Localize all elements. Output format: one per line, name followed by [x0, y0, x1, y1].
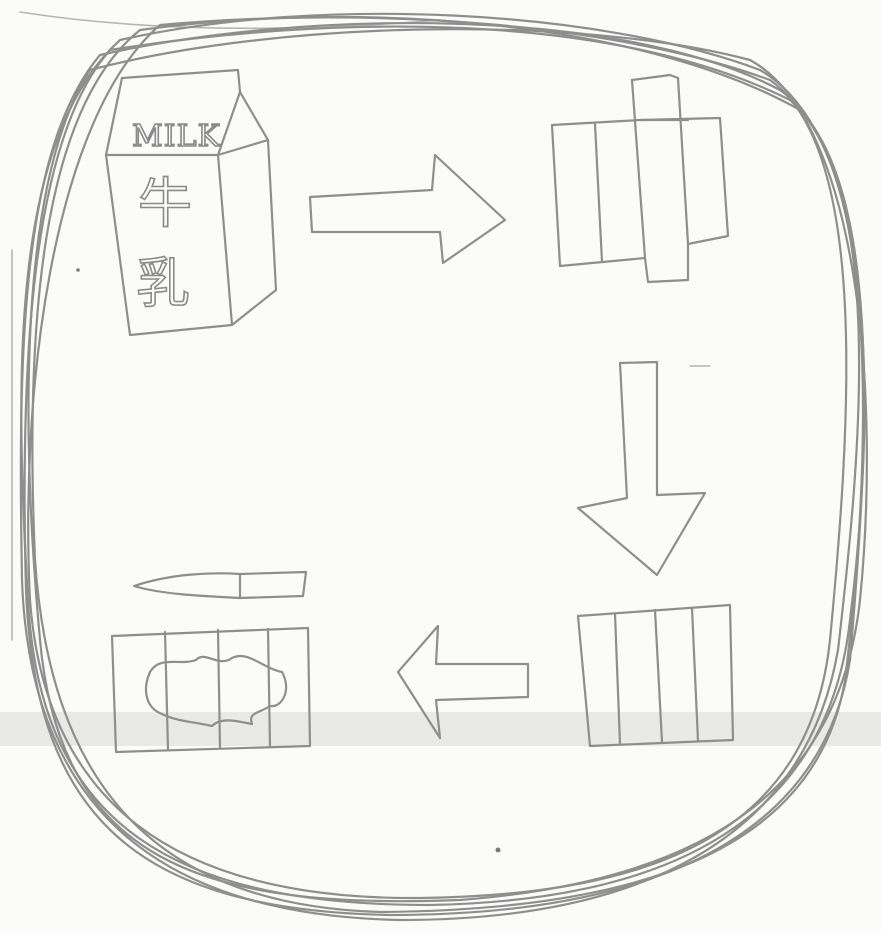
pencil-dot [496, 848, 501, 853]
carton-label-cjk-bottom: 乳 [136, 252, 190, 315]
carton-label-cjk-top: 牛 [138, 172, 192, 235]
carton-label-latin: MILK [132, 119, 221, 154]
milk-carton-icon: MILK 牛 乳 [106, 70, 276, 335]
knife-icon [134, 572, 306, 598]
cut-carton-strips-icon [552, 75, 728, 282]
pencil-dot [76, 268, 80, 272]
arrow-down-icon [578, 362, 705, 575]
arrow-right-icon [310, 155, 505, 263]
paper-fold-shadow [0, 712, 881, 746]
